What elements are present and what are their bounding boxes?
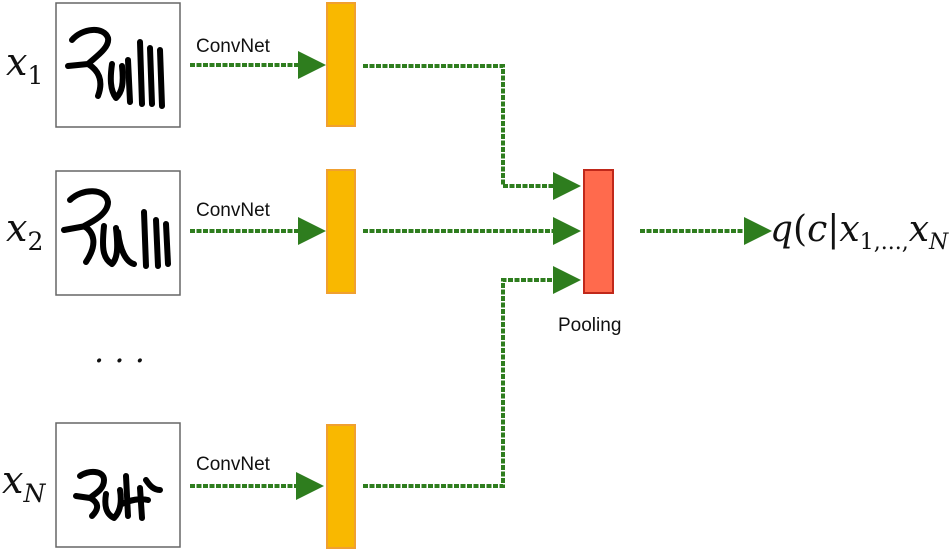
ellipsis: . . . [94, 332, 145, 370]
input-image-n [55, 422, 181, 548]
input-2-label: x2 [6, 206, 43, 256]
feature-vector-1 [326, 2, 356, 127]
pooling-label: Pooling [558, 315, 621, 336]
arrows [190, 51, 772, 500]
convnet-label-n: ConvNet [196, 454, 271, 475]
pooling-vector [583, 169, 614, 294]
arrow-feature-n-to-pool [363, 266, 581, 488]
feature-vector-2 [326, 169, 356, 294]
convnet-label-1: ConvNet [196, 36, 271, 57]
output-label: q(c|x1,...,xN) [770, 209, 950, 255]
input-image-1 [55, 2, 181, 128]
feature-vector-n [326, 424, 356, 549]
convnet-label-2: ConvNet [196, 200, 271, 221]
input-n-label: xN [2, 458, 46, 508]
input-image-2 [55, 170, 181, 296]
arrow-feature-1-to-pool [363, 64, 581, 200]
input-1-label: x1 [6, 40, 43, 90]
